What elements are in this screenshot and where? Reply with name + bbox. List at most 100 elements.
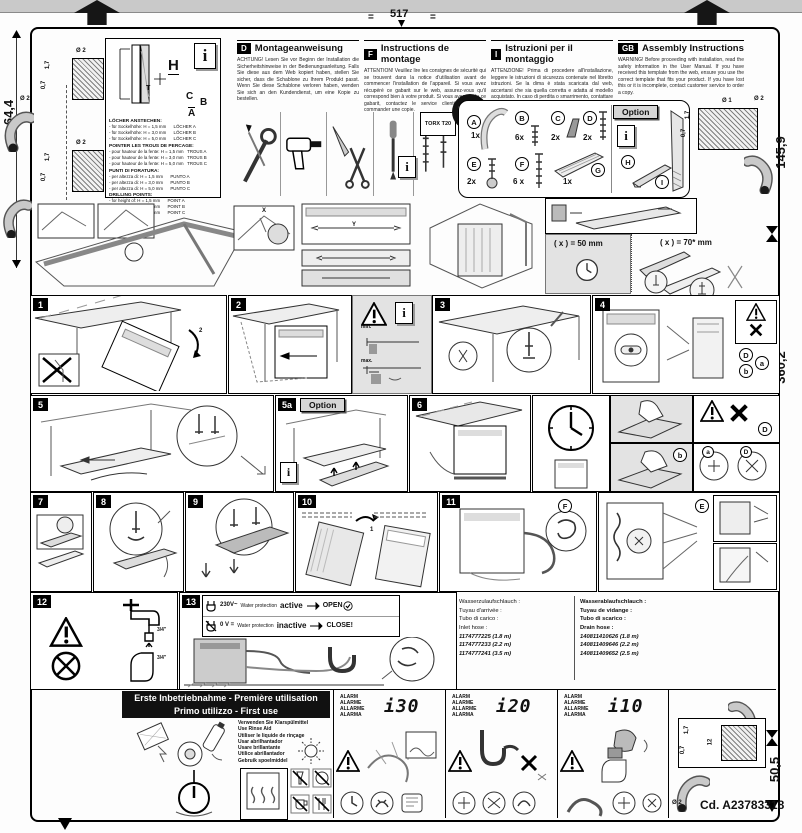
part-a-letter: A xyxy=(467,115,481,129)
step-1-illustration xyxy=(34,296,201,391)
parts-option-info-icon: i xyxy=(617,125,635,147)
torx-flag: TORX T20 xyxy=(420,112,456,136)
door-weight-illustration-1 xyxy=(719,501,769,535)
section-fr-title: Instructions de montage xyxy=(380,43,449,65)
clock-large-icon xyxy=(548,405,594,451)
part-i-letter: I xyxy=(655,175,669,189)
inlet-label-fr: Tuyau d'arrivée : xyxy=(459,607,502,614)
profile-detail-mid-d07: 0,7 xyxy=(41,172,48,182)
part-c-illustration xyxy=(566,118,580,138)
section-fr: F Instructions de montage ATTENTION! Veu… xyxy=(364,40,486,114)
door-profile-illustration xyxy=(119,44,166,104)
drilling-fr-line1: - pour hauteur de la fente: H = 1,5 mm T… xyxy=(109,148,207,154)
part-h-letter: H xyxy=(621,155,635,169)
row4-clock-panel xyxy=(532,395,610,492)
min-label: min. xyxy=(361,324,372,330)
drain-part-3: 140811409652 (2.5 m) xyxy=(580,651,639,658)
alarm-i20-siphon-illustration xyxy=(480,730,547,781)
niche-insert-illustration xyxy=(429,203,533,289)
section-it: I Istruzioni per il montaggio ATTENZIONE… xyxy=(491,40,613,107)
alarm-i30-service-icons xyxy=(340,791,423,815)
inlet-hose-info: Wasserzulaufschlauch : Tuyau d'arrivée :… xyxy=(459,598,571,659)
step-12-number: 12 xyxy=(33,595,51,608)
drilling-info-box: H T i C B A LÖCHER ANSTECHEN: - für Sock… xyxy=(105,38,221,215)
top-width-value: 517 xyxy=(390,8,409,20)
part-d-qty: 2x xyxy=(583,133,592,142)
alarm-i20-column: ALARM ALARME ALLARME ALARMA i20 xyxy=(448,692,554,818)
section-de-title: Montageanweisung xyxy=(254,43,343,54)
step-3-panel: 3 xyxy=(432,295,591,394)
part-h-illustration xyxy=(632,164,673,188)
drilling-en-title: DRILLING POINTS: xyxy=(109,193,153,199)
callout-f-circle: F xyxy=(558,499,572,513)
alarm-i10-hose-icons xyxy=(566,791,662,817)
step-13-hookup-illustration xyxy=(184,637,435,688)
section-gb-title: Assembly Instructions xyxy=(642,43,744,54)
wp-state-off: inactive xyxy=(276,621,307,630)
callout-d-circle-2: D xyxy=(758,422,772,436)
drilling-de-line1: - für Sockelhöhe: H = 1,5 mm LÖCHER A xyxy=(109,124,196,129)
part-d-illustration xyxy=(599,111,607,140)
sealant-gun-bottom-left-icon xyxy=(676,775,710,812)
step-4-warning-box xyxy=(735,300,777,344)
document-code: Cd. A23783318 xyxy=(700,798,785,812)
step-5-illustration xyxy=(40,403,266,481)
step-7-illustration xyxy=(36,514,85,568)
step-2-info-panel: i min. max. xyxy=(352,295,432,394)
wp-open-label: OPEN xyxy=(322,601,343,609)
drilling-it-line2: - per altezza di: H = 3,0 mm PUNTO B xyxy=(109,179,190,185)
step-3-number: 3 xyxy=(435,298,450,311)
part-g-illustration xyxy=(554,152,605,178)
part-i-illustration xyxy=(670,110,684,192)
sealant-gun-right-top-icon xyxy=(744,155,773,194)
row2-y-label: Y xyxy=(352,222,357,228)
row4-detail-illustration xyxy=(699,451,767,481)
h-label: H xyxy=(168,57,179,75)
part-e-qty: 2x xyxy=(467,177,476,186)
wrench-pencil-icon xyxy=(243,112,282,196)
bottom-right-profile xyxy=(721,725,757,761)
part-a-qty: 1x xyxy=(471,131,480,140)
profile-detail-top-d17: 1,7 xyxy=(45,60,52,70)
wp-label-on: Water protection xyxy=(240,602,278,609)
drain-part-2: 140811409646 (2.2 m) xyxy=(580,642,639,649)
step-12-no-icon xyxy=(51,651,81,681)
inlet-part-3: 1174777241 (3.5 m) xyxy=(459,651,512,658)
step-5a-option-tab: Option xyxy=(300,398,346,412)
part-c-qty: 2x xyxy=(551,133,560,142)
no-glass-icon xyxy=(290,768,310,788)
callout-b-circle-2: b xyxy=(673,448,687,462)
part-g-letter: G xyxy=(591,163,605,177)
drill-icon xyxy=(286,112,328,196)
row4-detail-panel: a D xyxy=(693,443,780,492)
clearance-50-label: ( x ) = 50 mm xyxy=(554,239,603,248)
step-4-panel: 4 D b a xyxy=(592,295,780,394)
right-detail-d17: 1,7 xyxy=(685,110,692,120)
step-12-panel: 12 3/4" 3/4" xyxy=(30,592,178,690)
bottom-div-4 xyxy=(668,690,669,818)
part-a-illustration xyxy=(480,107,509,150)
right-detail-dia2a: Ø 2 xyxy=(754,96,764,102)
profile-detail-mid-dia: Ø 2 xyxy=(76,140,86,146)
clearance-detail-box xyxy=(545,198,697,234)
door-weight-subpanel-1 xyxy=(713,495,777,542)
alarm-i30-labels: ALARM ALARME ALLARME ALARMA xyxy=(340,694,365,718)
rinse-aid-en: Use Rinse Aid xyxy=(238,726,272,733)
rinse-aid-es: Utilice abrillantador xyxy=(238,751,285,758)
step-8-number: 8 xyxy=(96,495,111,508)
top-width-eq-left: = xyxy=(368,12,374,23)
faucet-size-top: 3/4" xyxy=(157,627,167,633)
rinse-aid-de: Verwenden Sie Klarspülmittel xyxy=(238,720,309,726)
door-spring-illustration xyxy=(606,502,698,580)
drilling-de-title: LÖCHER ANSTECHEN: xyxy=(109,119,162,124)
first-use-banner: Erste Inbetriebnahme - Première utilisat… xyxy=(122,691,330,718)
section-de: D Montageanweisung ACHTUNG! Lesen Sie vo… xyxy=(237,40,359,103)
step-3-illustration xyxy=(438,305,580,382)
profile-detail-top-d07: 0,7 xyxy=(41,80,48,90)
right-detail-d07: 0,7 xyxy=(681,128,688,138)
profile-detail-top xyxy=(72,58,104,100)
bottom-right-d17: 1,7 xyxy=(684,725,691,735)
faucet-size-bottom: 3/4" xyxy=(157,655,167,661)
section-gb-code: GB xyxy=(618,43,638,54)
step-8-panel: 8 xyxy=(93,492,184,592)
